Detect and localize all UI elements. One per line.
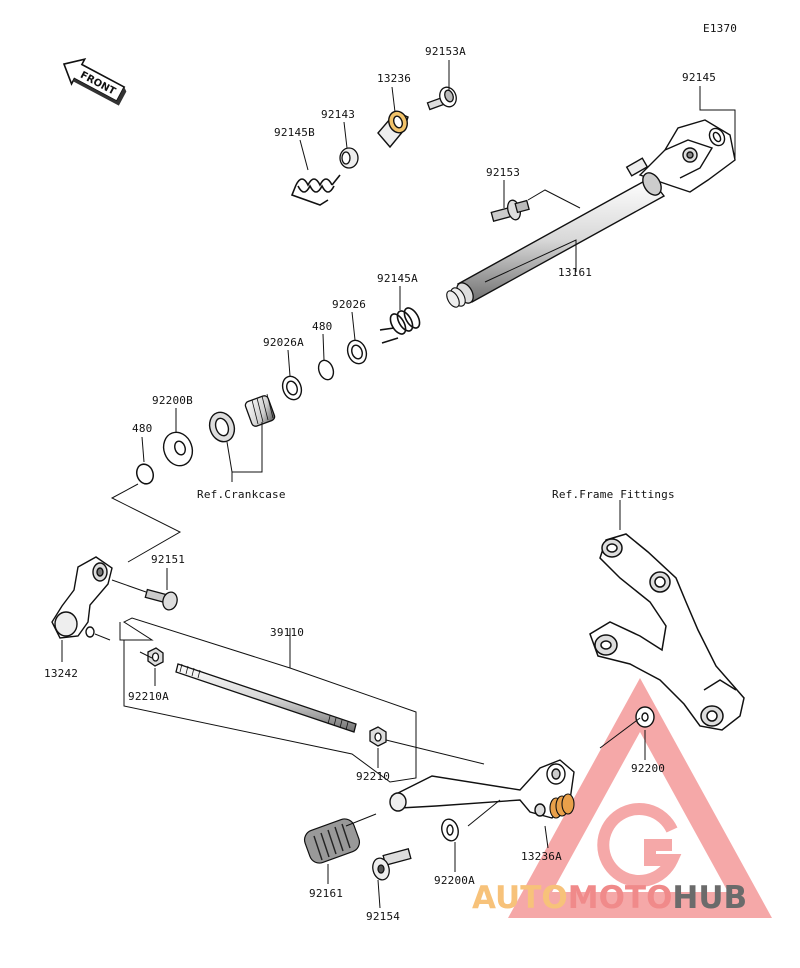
circlip-480-upper bbox=[317, 359, 335, 381]
watermark-text: AUTOMOTOHUB bbox=[472, 880, 747, 916]
spring-13236A bbox=[549, 793, 575, 819]
bolt-92153A bbox=[426, 86, 457, 111]
leader-lines bbox=[61, 60, 736, 909]
label-92153A: 92153A bbox=[425, 45, 466, 58]
watermark-moto: MOTO bbox=[567, 880, 673, 916]
label-13242: 13242 bbox=[44, 667, 79, 680]
label-92161: 92161 bbox=[309, 887, 344, 900]
label-39110: 39110 bbox=[270, 626, 305, 639]
bolt-92151 bbox=[144, 588, 178, 611]
label-92153: 92153 bbox=[486, 166, 521, 179]
label-480-upper: 480 bbox=[312, 320, 333, 333]
washer-92200A bbox=[441, 818, 459, 842]
label-480-lower: 480 bbox=[132, 422, 153, 435]
spring-92145A bbox=[379, 307, 421, 344]
ref-frame-fittings: Ref.Frame Fittings bbox=[552, 488, 675, 501]
label-92145B: 92145B bbox=[274, 126, 315, 139]
label-92200B: 92200B bbox=[152, 394, 193, 407]
label-92026A: 92026A bbox=[263, 336, 304, 349]
label-92210A: 92210A bbox=[128, 690, 169, 703]
tie-rod-39110 bbox=[175, 663, 357, 733]
needle-bearing bbox=[244, 393, 276, 427]
pedal-rubber-92161 bbox=[303, 818, 361, 864]
circlip-480-lower bbox=[135, 463, 155, 485]
label-92200: 92200 bbox=[631, 762, 666, 775]
bolt-92153 bbox=[490, 199, 530, 222]
shift-pedal bbox=[389, 759, 575, 819]
oil-seal bbox=[208, 411, 236, 443]
label-92151: 92151 bbox=[151, 553, 186, 566]
frame-bracket bbox=[589, 533, 745, 731]
front-arrow-icon: FRONT bbox=[62, 58, 127, 106]
washer-92026A bbox=[281, 375, 303, 401]
label-92154: 92154 bbox=[366, 910, 401, 923]
washer-92200 bbox=[635, 706, 655, 728]
watermark-auto: AUTO bbox=[472, 880, 568, 916]
label-92210: 92210 bbox=[356, 770, 391, 783]
label-92026: 92026 bbox=[332, 298, 367, 311]
shift-shaft-13161 bbox=[446, 177, 666, 308]
ref-crankcase: Ref.Crankcase bbox=[197, 488, 286, 501]
label-13161: 13161 bbox=[558, 266, 593, 279]
spring-92145 bbox=[708, 127, 726, 147]
label-13236A: 13236A bbox=[521, 850, 562, 863]
label-13236: 13236 bbox=[377, 72, 412, 85]
diagram-code: E1370 bbox=[703, 22, 738, 35]
washer-92026 bbox=[346, 339, 368, 365]
spring-92145B bbox=[290, 174, 341, 206]
watermark-hub: HUB bbox=[672, 880, 748, 916]
nut-92210A bbox=[147, 647, 164, 667]
watermark-logo-icon bbox=[508, 678, 772, 918]
washer-92200B bbox=[162, 431, 194, 467]
label-92200A: 92200A bbox=[434, 874, 475, 887]
bolt-92154 bbox=[372, 848, 412, 881]
label-92145A: 92145A bbox=[377, 272, 418, 285]
collar-92143 bbox=[339, 147, 359, 169]
label-92143: 92143 bbox=[321, 108, 356, 121]
nut-92210 bbox=[369, 726, 387, 747]
lever-13236 bbox=[377, 110, 409, 149]
label-92145: 92145 bbox=[682, 71, 717, 84]
shift-lever-13242 bbox=[51, 556, 113, 639]
